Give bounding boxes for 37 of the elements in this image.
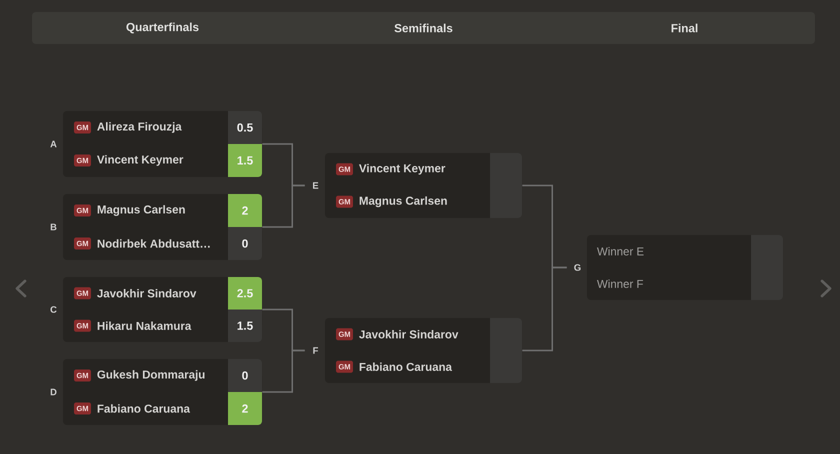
- score-column: [490, 318, 522, 383]
- match-letter: B: [50, 224, 56, 230]
- placeholder-name: Winner E: [596, 247, 644, 256]
- score-cell: 0: [228, 227, 262, 260]
- placeholder-name: Winner F: [596, 280, 643, 288]
- player-name: Fabiano Caruana: [98, 404, 190, 413]
- player-name: Nodirbek Abdusatt…: [98, 239, 210, 248]
- match-letter: A: [50, 140, 57, 148]
- score-cell: 2: [228, 194, 262, 227]
- bracket-line: [522, 266, 567, 352]
- score-cell: 1.5: [228, 144, 262, 177]
- player-name: Vincent Keymer: [359, 164, 446, 175]
- bracket-line: [262, 350, 305, 393]
- score-cell: 2.5: [228, 277, 262, 310]
- player-name: Magnus Carlsen: [360, 196, 447, 208]
- match-letter: G: [574, 264, 581, 271]
- player-name: Magnus Carlsen: [98, 205, 185, 216]
- match-letter: D: [50, 388, 56, 396]
- player-name: Alireza Firouzja: [97, 122, 182, 133]
- player-name: Vincent Keymer: [97, 155, 184, 166]
- match-letter: F: [313, 347, 318, 354]
- match-letter: C: [50, 306, 57, 313]
- score-cell: 1.5: [228, 310, 262, 342]
- score-cell: 0.5: [228, 111, 262, 144]
- score-cell: 0: [228, 359, 262, 392]
- player-name: Fabiano Caruana: [360, 362, 452, 371]
- score-column: [490, 153, 522, 218]
- match-letter: E: [313, 182, 318, 189]
- round-heading: Semifinals: [394, 24, 452, 32]
- player-name: Javokhir Sindarov: [359, 330, 458, 338]
- bracket-line: [262, 184, 305, 228]
- player-name: Hikaru Nakamura: [98, 322, 192, 330]
- player-name: Javokhir Sindarov: [97, 289, 196, 298]
- round-heading: Quarterfinals: [126, 22, 199, 34]
- score-cell: 2: [228, 392, 262, 425]
- player-name: Gukesh Dommaraju: [97, 370, 204, 381]
- round-heading: Final: [672, 24, 698, 32]
